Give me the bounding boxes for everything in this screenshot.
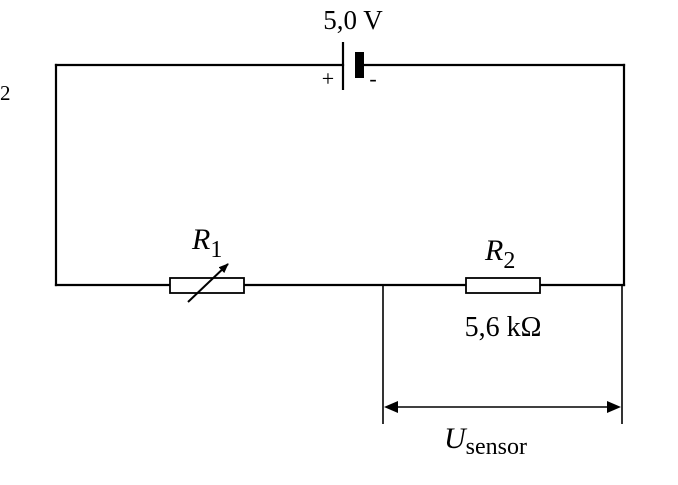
variable-arrow-icon [187,263,229,303]
circuit-wires [54,63,626,287]
r2-value-label: 5,6 kΩ [465,312,542,343]
battery-plus-sign: + [322,66,334,91]
u-sensor-letter: U [444,422,468,455]
r1-letter: R [191,223,210,256]
r2-label: R2 [484,234,515,274]
battery-voltage-label: 5,0 V [323,5,383,35]
arrow-right-icon [607,401,621,413]
r2-subscript: 2 [503,248,515,274]
battery-symbol [341,42,364,90]
r2-letter: R [484,234,503,267]
battery-minus-sign: - [369,66,376,91]
resistor-r1 [169,263,245,303]
u-sensor-label: Usensor [444,422,527,460]
arrow-left-icon [384,401,398,413]
battery-negative-plate [355,52,364,78]
resistor-r2 [465,277,541,294]
figure-number: 2 [0,81,11,105]
u-sensor-subscript: sensor [466,434,527,460]
r1-subscript: 1 [210,237,222,263]
r1-label: R1 [191,223,222,263]
resistor-r1-body [169,277,245,294]
